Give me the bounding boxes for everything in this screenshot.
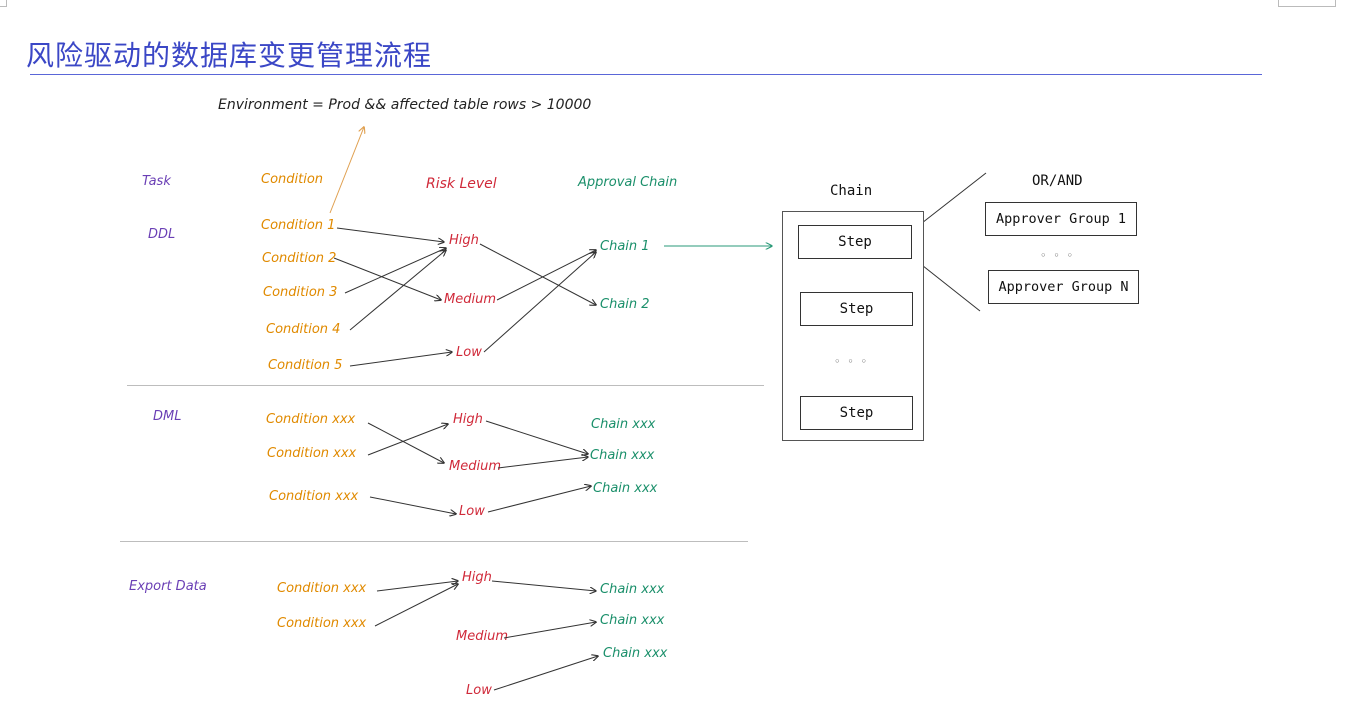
export-risk-low: Low (466, 683, 492, 698)
arrow-ddl-c4-high (349, 250, 446, 331)
header-condition: Condition (261, 172, 324, 187)
ddl-chain-1: Chain 1 (600, 239, 650, 254)
export-chain-3: Chain xxx (603, 646, 668, 661)
arrow-export-low-chain (493, 656, 598, 691)
title-underline (30, 74, 1262, 75)
zoom-line-top (912, 172, 987, 231)
arrow-ddl-c5-low (349, 352, 452, 367)
ddl-condition-3: Condition 3 (263, 285, 338, 300)
arrow-dml-low-chain (487, 486, 591, 513)
dml-condition-1: Condition xxx (266, 412, 356, 427)
arrow-ddl-medium-chain1 (496, 250, 596, 301)
page-title: 风险驱动的数据库变更管理流程 (26, 39, 433, 72)
arrow-export-c1-high (376, 581, 458, 592)
section-divider-2 (120, 541, 748, 542)
export-condition-2: Condition xxx (277, 616, 367, 631)
dml-condition-3: Condition xxx (269, 489, 359, 504)
window-corner-right (1278, 0, 1336, 7)
ddl-condition-1: Condition 1 (261, 218, 336, 233)
arrow-ddl-high-chain2 (479, 243, 596, 305)
header-approval-chain: Approval Chain (578, 175, 678, 190)
chain-box-label: Chain (830, 183, 873, 199)
ddl-risk-high: High (449, 233, 479, 248)
approver-group-n: Approver Group N (988, 270, 1139, 304)
task-dml: DML (153, 409, 182, 424)
arrow-dml-medium-chain (497, 457, 588, 469)
dml-chain-3: Chain xxx (593, 481, 658, 496)
export-risk-medium: Medium (456, 629, 508, 644)
header-task: Task (142, 174, 171, 189)
formula-pointer-arrow (329, 127, 364, 214)
dml-risk-medium: Medium (449, 459, 501, 474)
chain-step-1: Step (798, 225, 912, 259)
dml-risk-low: Low (459, 504, 485, 519)
export-chain-1: Chain xxx (600, 582, 665, 597)
header-risk-level: Risk Level (426, 176, 497, 192)
arrow-ddl-low-chain1 (483, 252, 596, 353)
dml-condition-2: Condition xxx (267, 446, 357, 461)
dml-chain-2: Chain xxx (590, 448, 655, 463)
dml-risk-high: High (453, 412, 483, 427)
arrow-dml-high-chain (485, 420, 588, 454)
arrow-dml-c3-low (369, 496, 456, 514)
approver-groups-ellipsis: ◦ ◦ ◦ (1040, 249, 1074, 262)
task-export-data: Export Data (129, 579, 207, 594)
ddl-condition-4: Condition 4 (266, 322, 341, 337)
export-risk-high: High (462, 570, 492, 585)
arrow-ddl-c2-medium (333, 257, 441, 300)
ddl-condition-5: Condition 5 (268, 358, 343, 373)
arrow-ddl-c1-high (336, 227, 444, 242)
export-chain-2: Chain xxx (600, 613, 665, 628)
approver-group-1: Approver Group 1 (985, 202, 1137, 236)
approver-logic-label: OR/AND (1032, 173, 1083, 189)
arrow-ddl-c3-high (344, 248, 446, 294)
chain-steps-ellipsis: ◦ ◦ ◦ (834, 355, 868, 368)
arrow-export-high-chain (491, 580, 596, 591)
ddl-risk-medium: Medium (444, 292, 496, 307)
arrow-dml-c2-high (367, 424, 448, 456)
arrow-export-c2-high (374, 584, 458, 627)
zoom-line-bottom (912, 257, 981, 312)
window-corner-left (0, 0, 7, 7)
chain-step-3: Step (800, 396, 913, 430)
arrow-dml-c1-medium (367, 422, 444, 463)
condition-formula: Environment = Prod && affected table row… (218, 97, 592, 113)
section-divider-1 (127, 385, 764, 386)
chain-step-2: Step (800, 292, 913, 326)
dml-chain-1: Chain xxx (591, 417, 656, 432)
export-condition-1: Condition xxx (277, 581, 367, 596)
arrow-export-medium-chain (503, 622, 596, 639)
ddl-risk-low: Low (456, 345, 482, 360)
task-ddl: DDL (148, 227, 176, 242)
ddl-condition-2: Condition 2 (262, 251, 337, 266)
ddl-chain-2: Chain 2 (600, 297, 650, 312)
